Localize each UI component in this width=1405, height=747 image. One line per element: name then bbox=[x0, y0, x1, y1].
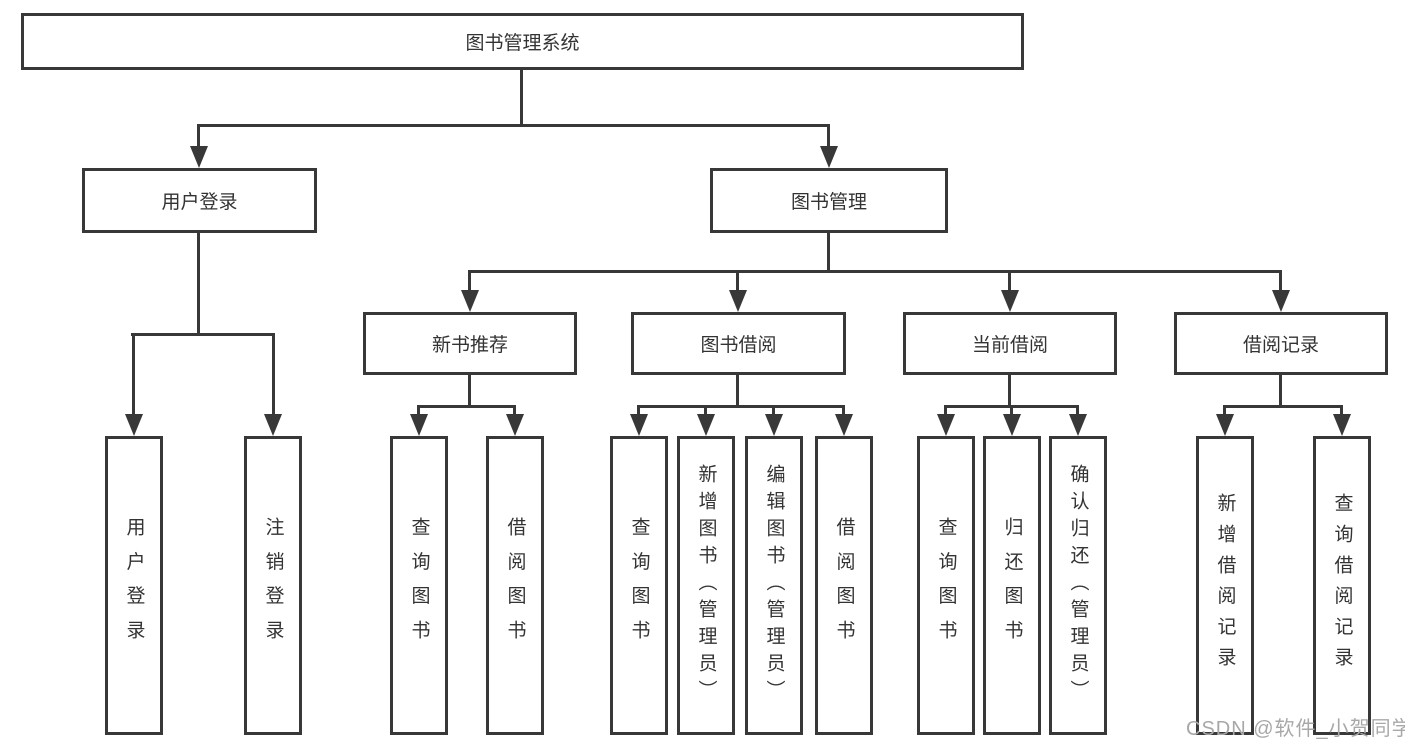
arrow-down-icon bbox=[630, 414, 648, 436]
leaf-query-book-current: 查询图书 bbox=[917, 436, 975, 735]
arrow-down-icon bbox=[1069, 414, 1087, 436]
node-label: 新书推荐 bbox=[431, 335, 508, 356]
node-label: 图书借阅 bbox=[700, 335, 777, 356]
leaf-borrow-book-recommend: 借阅图书 bbox=[486, 436, 544, 735]
arrow-down-icon bbox=[937, 414, 955, 436]
leaf-label: 注销登录 bbox=[262, 517, 284, 654]
node-borrow-records: 借阅记录 bbox=[1174, 312, 1388, 375]
leaf-label: 借阅图书 bbox=[504, 517, 526, 654]
arrow-down-icon bbox=[506, 414, 524, 436]
connector-vline bbox=[417, 405, 420, 416]
connector-vline bbox=[1279, 270, 1282, 292]
leaf-label: 编辑图书（管理员） bbox=[763, 464, 785, 707]
connector-vline bbox=[736, 375, 739, 407]
arrow-down-icon bbox=[1333, 414, 1351, 436]
leaf-confirm-return-admin: 确认归还（管理员） bbox=[1049, 436, 1107, 735]
node-label: 图书管理系统 bbox=[465, 33, 580, 54]
leaf-label: 借阅图书 bbox=[833, 517, 855, 654]
arrow-down-icon bbox=[461, 290, 479, 312]
arrow-down-icon bbox=[835, 414, 853, 436]
connector-hline bbox=[197, 124, 830, 127]
leaf-query-borrow-record: 查询借阅记录 bbox=[1313, 436, 1371, 735]
leaf-query-book-recommend: 查询图书 bbox=[390, 436, 448, 735]
arrow-down-icon bbox=[125, 414, 143, 436]
watermark: CSDN @软件_小贺同学 bbox=[1186, 718, 1405, 740]
connector-vline bbox=[468, 375, 471, 407]
leaf-label: 新增图书（管理员） bbox=[695, 464, 717, 707]
arrow-down-icon bbox=[820, 146, 838, 168]
leaf-label: 查询借阅记录 bbox=[1331, 493, 1353, 678]
arrow-down-icon bbox=[1003, 414, 1021, 436]
leaf-label: 查询图书 bbox=[628, 517, 650, 654]
connector-vline bbox=[468, 270, 471, 292]
leaf-label: 新增借阅记录 bbox=[1214, 493, 1236, 678]
connector-vline bbox=[736, 270, 739, 292]
connector-vline bbox=[1340, 405, 1343, 416]
node-user-login: 用户登录 bbox=[82, 168, 317, 233]
connector-vline bbox=[1076, 405, 1079, 416]
arrow-down-icon bbox=[190, 146, 208, 168]
leaf-edit-book-admin: 编辑图书（管理员） bbox=[745, 436, 803, 735]
leaf-return-book: 归还图书 bbox=[983, 436, 1041, 735]
connector-vline bbox=[1279, 375, 1282, 407]
connector-vline bbox=[520, 70, 523, 126]
leaf-add-borrow-record: 新增借阅记录 bbox=[1196, 436, 1254, 735]
connector-hline bbox=[417, 405, 516, 408]
connector-hline bbox=[468, 270, 1282, 273]
arrow-down-icon bbox=[697, 414, 715, 436]
arrow-down-icon bbox=[410, 414, 428, 436]
connector-vline bbox=[704, 405, 707, 416]
node-new-book-recommend: 新书推荐 bbox=[363, 312, 577, 375]
connector-vline bbox=[1008, 270, 1011, 292]
leaf-label: 确认归还（管理员） bbox=[1067, 464, 1089, 707]
arrow-down-icon bbox=[1001, 290, 1019, 312]
node-library-system: 图书管理系统 bbox=[21, 13, 1024, 70]
node-label: 用户登录 bbox=[161, 192, 238, 213]
node-label: 借阅记录 bbox=[1242, 335, 1319, 356]
connector-vline bbox=[1008, 375, 1011, 407]
leaf-user-login: 用户登录 bbox=[105, 436, 163, 735]
connector-vline bbox=[637, 405, 640, 416]
connector-hline bbox=[944, 405, 1079, 408]
leaf-logout: 注销登录 bbox=[244, 436, 302, 735]
connector-vline bbox=[842, 405, 845, 416]
arrow-down-icon bbox=[729, 290, 747, 312]
connector-vline bbox=[1010, 405, 1013, 416]
connector-vline bbox=[1223, 405, 1226, 416]
arrow-down-icon bbox=[1272, 290, 1290, 312]
leaf-add-book-admin: 新增图书（管理员） bbox=[677, 436, 735, 735]
connector-vline bbox=[197, 124, 200, 148]
arrow-down-icon bbox=[264, 414, 282, 436]
connector-vline bbox=[827, 124, 830, 148]
connector-hline bbox=[1223, 405, 1343, 408]
leaf-label: 查询图书 bbox=[408, 517, 430, 654]
leaf-label: 归还图书 bbox=[1001, 517, 1023, 654]
leaf-borrow-book: 借阅图书 bbox=[815, 436, 873, 735]
node-book-borrow: 图书借阅 bbox=[631, 312, 846, 375]
connector-vline bbox=[197, 233, 200, 335]
node-book-management: 图书管理 bbox=[710, 168, 948, 233]
node-current-borrow: 当前借阅 bbox=[903, 312, 1117, 375]
leaf-label: 用户登录 bbox=[123, 517, 145, 654]
leaf-label: 查询图书 bbox=[935, 517, 957, 654]
leaf-query-book-borrow: 查询图书 bbox=[610, 436, 668, 735]
connector-hline bbox=[637, 405, 845, 408]
connector-vline bbox=[513, 405, 516, 416]
arrow-down-icon bbox=[765, 414, 783, 436]
connector-vline bbox=[827, 233, 830, 272]
connector-vline bbox=[772, 405, 775, 416]
connector-vline bbox=[132, 333, 135, 415]
node-label: 图书管理 bbox=[790, 192, 867, 213]
arrow-down-icon bbox=[1216, 414, 1234, 436]
connector-hline bbox=[131, 333, 275, 336]
node-label: 当前借阅 bbox=[971, 335, 1048, 356]
connector-vline bbox=[944, 405, 947, 416]
connector-vline bbox=[272, 333, 275, 415]
